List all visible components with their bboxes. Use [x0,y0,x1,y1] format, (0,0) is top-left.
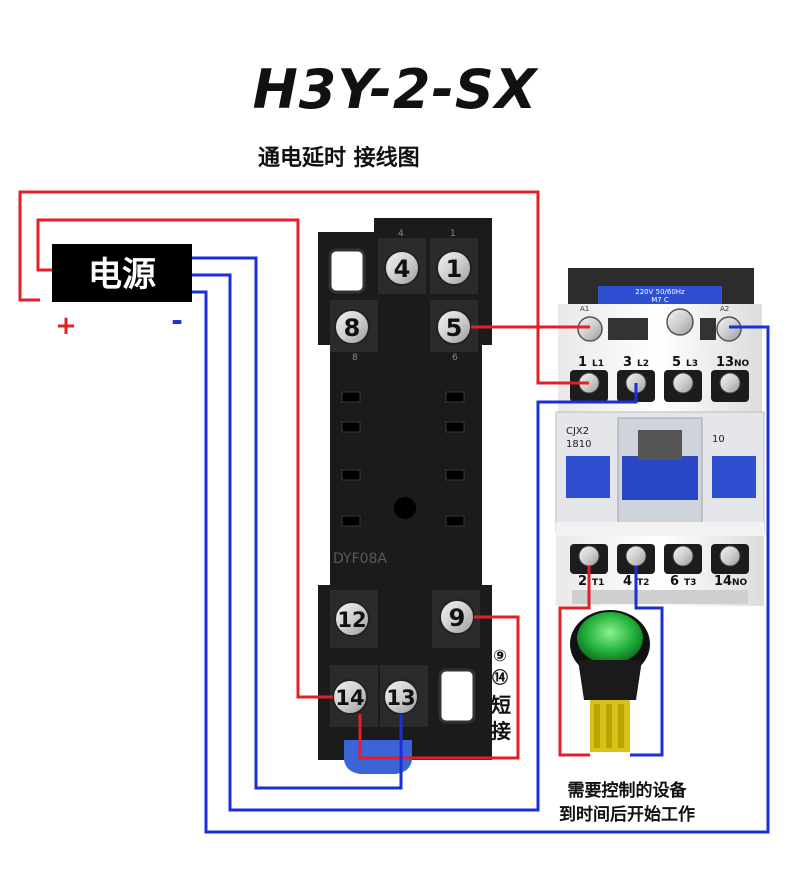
ct-top-3: 3 [623,355,632,370]
emboss-8: 8 [352,353,358,363]
ct-bot-6: 6 [670,574,679,589]
wires [18,190,770,834]
terminal-14: 14 [332,679,368,715]
base-terminals: 4 1 8 5 12 9 14 13 [332,250,475,715]
svg-text:9: 9 [449,604,466,632]
emboss-6: 6 [452,353,458,363]
ct-top-3-tag: L2 [637,359,649,369]
terminal-13: 13 [383,679,419,715]
page-title: H3Y-2-SX [252,58,538,121]
power-supply-label: 电源 [88,255,156,295]
terminal-8: 8 [334,309,370,345]
note-circle-9: ⑨ [493,646,507,665]
terminal-5: 5 [436,309,472,345]
short-circuit-note: ⑨ ⑭ 短 接 [491,646,511,743]
blue-wire-minus-to-a2 [192,290,770,834]
note-connect: 接 [491,719,511,743]
ct-top-13-tag: NO [734,359,750,369]
svg-text:13: 13 [386,686,415,710]
coil-a1-label: A1 [580,305,589,313]
red-wire-t1-to-lamp [558,566,591,757]
terminal-9: 9 [439,599,475,635]
blue-wire-t2-to-lamp [630,566,664,757]
emboss-1: 1 [450,229,456,239]
contactor-rating: 220V 50/60Hz [635,288,685,296]
note-circle-14: ⑭ [492,668,508,687]
ct-top-5: 5 [672,355,681,370]
contactor-model-a: CJX2 [566,426,589,437]
device-caption: 需要控制的设备 到时间后开始工作 [559,780,695,825]
blue-wire-minus-to-13 [192,256,403,790]
red-wire-plus-to-l1 [18,190,589,385]
svg-text:4: 4 [394,255,411,283]
note-short: 短 [491,693,511,717]
ct-top-1: 1 [578,355,587,370]
contactor-side-label: 10 [712,434,725,445]
blue-wire-minus-to-l2 [192,273,638,812]
terminal-12: 12 [334,601,370,637]
contactor: 220V 50/60Hz M7 C A1 A2 1 L1 3 L2 5 L3 1… [555,268,765,606]
ct-top-13: 13 [716,355,734,370]
contactor-model-b: 1810 [566,439,591,450]
red-wire-9-14-short [358,615,520,760]
ct-top-1-tag: L1 [592,359,604,369]
ct-top-5-tag: L3 [686,359,698,369]
ct-bot-2-tag: T1 [592,578,604,588]
svg-text:12: 12 [337,608,366,632]
ct-bot-6-tag: T3 [684,578,696,588]
plus-sign: + [55,311,77,341]
ct-bot-2: 2 [578,574,587,589]
ct-bot-4-tag: T2 [637,578,649,588]
minus-sign: - [171,304,183,337]
power-supply: 电源 + - [52,244,192,341]
contactor-sub: M7 C [651,296,669,304]
ct-bot-14: 14 [714,574,732,589]
coil-a2-label: A2 [720,305,729,313]
svg-text:5: 5 [446,314,463,342]
indicator-lamp [570,610,650,752]
device-caption-line2: 到时间后开始工作 [559,804,695,825]
base-model-label: DYF08A [333,551,387,567]
ct-bot-4: 4 [623,574,632,589]
emboss-4: 4 [398,229,404,239]
terminal-1: 1 [436,250,472,286]
red-wire-plus-to-14 [36,218,333,699]
svg-text:8: 8 [344,314,361,342]
terminal-4: 4 [384,250,420,286]
ct-bot-14-tag: NO [732,578,748,588]
svg-text:1: 1 [446,255,463,283]
device-caption-line1: 需要控制的设备 [568,780,688,801]
diagram-subtitle: 通电延时 接线图 [258,146,420,171]
svg-text:14: 14 [335,686,364,710]
